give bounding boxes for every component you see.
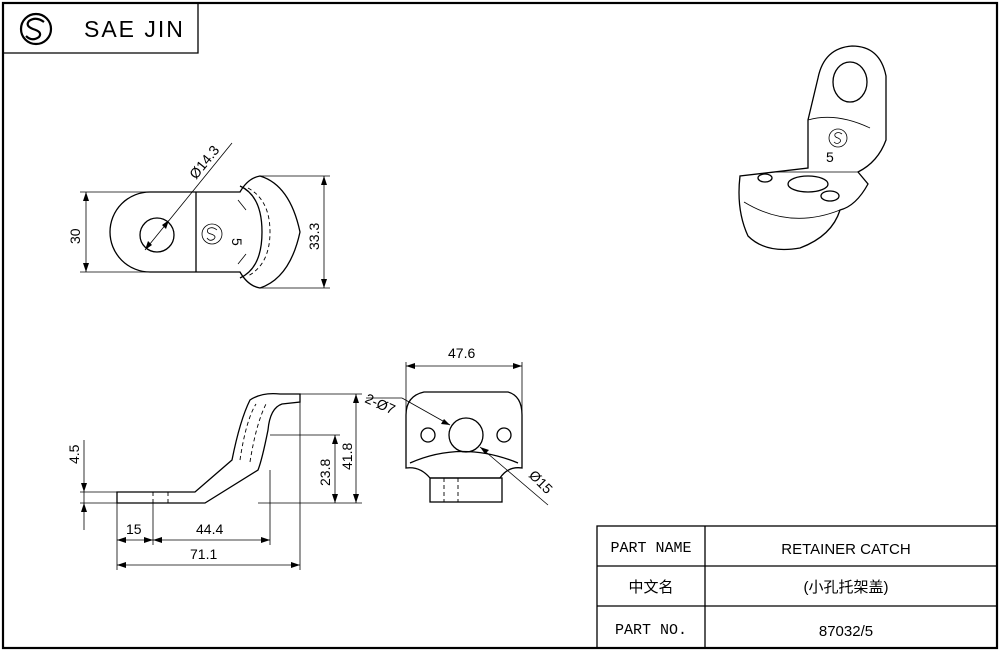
dim-33-3: 33.3	[306, 223, 322, 250]
top-hole	[139, 217, 175, 253]
stamp-logo-icon	[201, 223, 223, 245]
isometric-view: 5	[738, 45, 887, 251]
title-block: PART NAME RETAINER CATCH 中文名 (小孔托架盖) PAR…	[596, 525, 998, 649]
dim-30: 30	[67, 228, 83, 244]
iso-stamp-logo-icon	[828, 128, 848, 148]
part-no-label: PART NO.	[615, 622, 687, 639]
dim-hole-15: Ø15	[526, 467, 556, 497]
brand-name: SAE JIN	[84, 16, 185, 42]
dim-47-6: 47.6	[448, 345, 475, 361]
dim-41-8: 41.8	[339, 443, 355, 470]
brand-box: SAE JIN	[3, 3, 199, 54]
front-view: 47.6 2-Ø7 Ø15	[363, 345, 556, 506]
dim-23-8: 23.8	[317, 459, 333, 486]
dim-4-5: 4.5	[66, 444, 82, 464]
part-no-value: 87032/5	[819, 623, 873, 640]
iso-hole	[832, 61, 868, 103]
dim-15: 15	[126, 521, 142, 537]
dim-44-4: 44.4	[196, 521, 223, 537]
side-view: 4.5 23.8 41.8 15 44.4 71.1	[66, 392, 362, 570]
front-hole-center	[448, 417, 484, 453]
part-name-value: RETAINER CATCH	[781, 541, 910, 558]
front-hole-right	[496, 427, 512, 443]
chinese-name-label: 中文名	[628, 579, 673, 596]
sj-logo-icon	[19, 12, 53, 46]
stamp-5: 5	[229, 238, 245, 246]
iso-stamp-5: 5	[826, 149, 834, 165]
dim-71-1: 71.1	[190, 546, 217, 562]
chinese-name-value: (小孔托架盖)	[804, 579, 889, 596]
dim-2-holes: 2-Ø7	[363, 390, 398, 417]
front-hole-left	[420, 427, 436, 443]
part-name-label: PART NAME	[610, 540, 691, 557]
top-view: 5 Ø14.3 30 33.3	[67, 142, 330, 289]
